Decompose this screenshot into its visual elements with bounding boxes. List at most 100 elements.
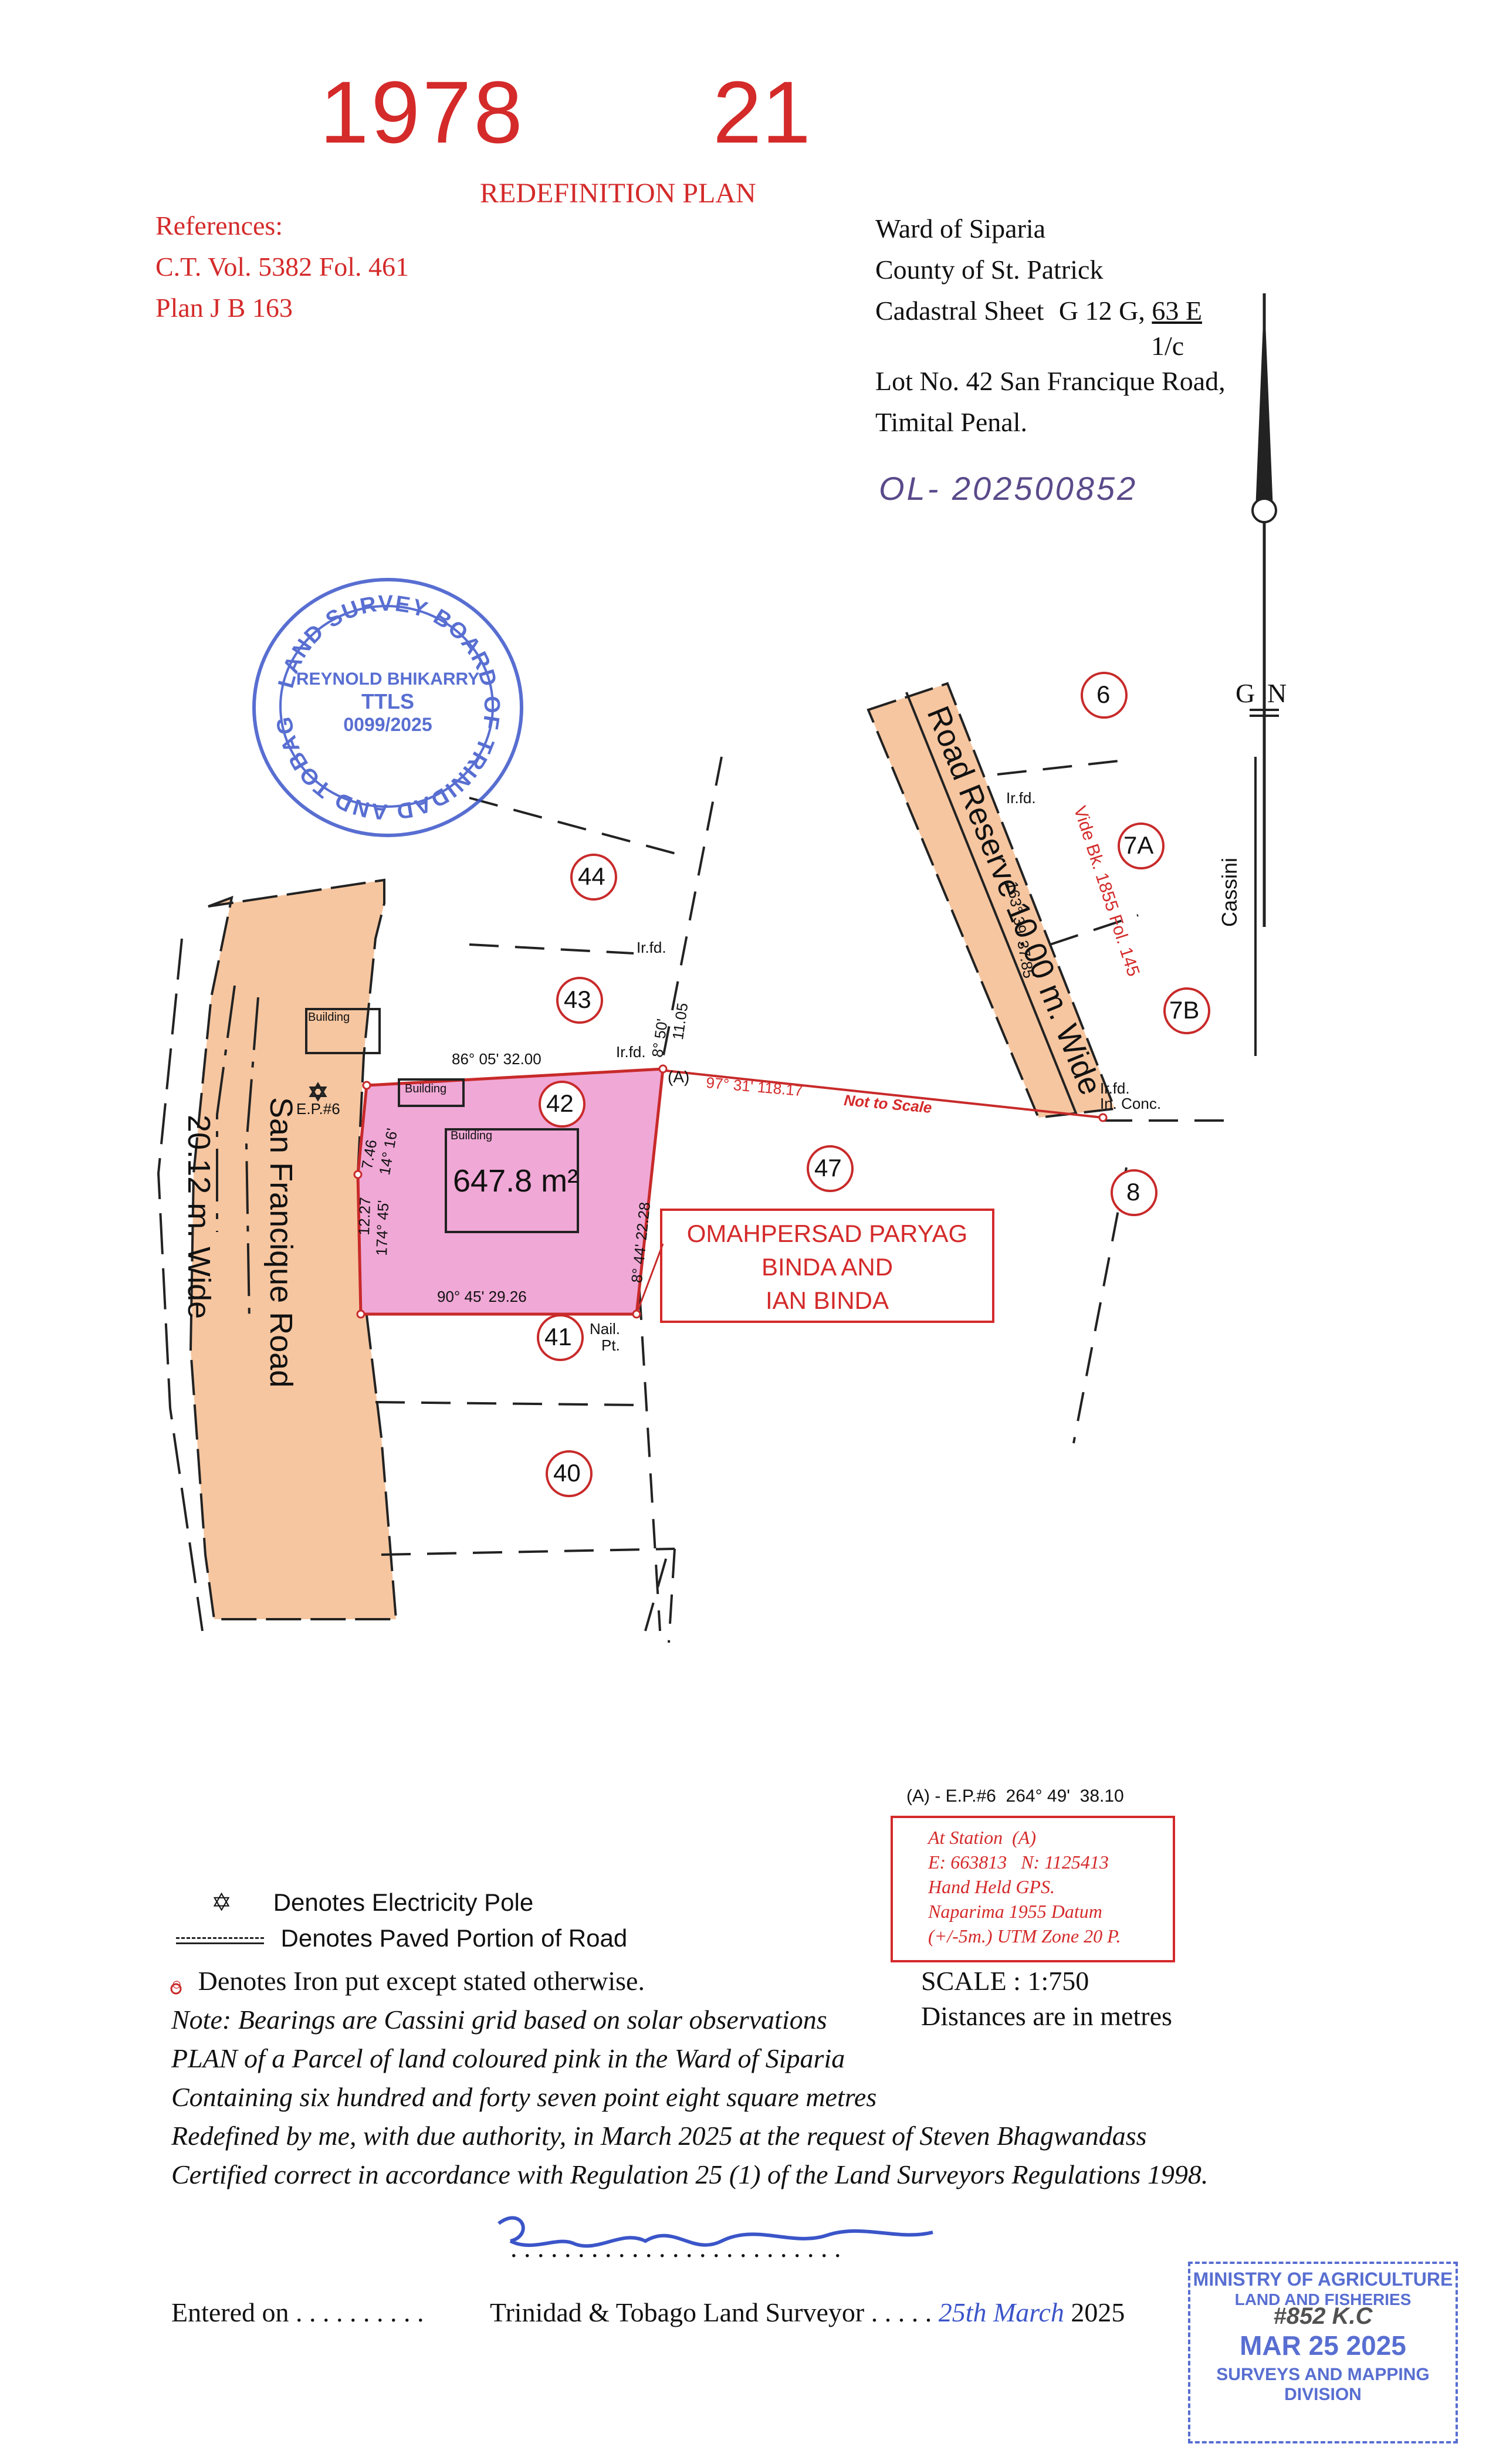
bearing-north: 86° 05' 32.00 (452, 1050, 541, 1068)
references-heading: References: (155, 211, 283, 241)
reference-plan: Plan J B 163 (155, 293, 293, 323)
owner-line2: BINDA AND (761, 1253, 893, 1281)
plan-number: 21 (713, 63, 811, 161)
lot-line2: Timital Penal. (875, 407, 1027, 437)
point-irfd-conc: Ir.fd. (1100, 1079, 1130, 1097)
station-box: At Station (A) E: 663813 N: 1125413 Hand… (891, 1816, 1175, 1962)
plan-title: REDEFINITION PLAN (480, 178, 756, 209)
stamp-title: TTLS (361, 689, 414, 713)
legend-paved-text: Denotes Paved Portion of Road (280, 1924, 628, 1952)
lot-40: 40 (553, 1459, 581, 1487)
lot-7b: 7B (1169, 996, 1200, 1024)
building-main (445, 1128, 579, 1233)
parcel-area: 647.8 m² (453, 1163, 578, 1199)
lot-43: 43 (564, 986, 591, 1013)
legend-pole: ✡ Denotes Electricity Pole (211, 1888, 533, 1917)
cadastral-sheet: Cadastral Sheet G 12 G, 63 E (875, 296, 1202, 326)
parcel-42 (356, 1067, 665, 1316)
county: County of St. Patrick (875, 255, 1104, 285)
location-block: Ward of Siparia County of St. Patrick Ca… (875, 208, 1226, 443)
bearing-south: 90° 45' 29.26 (437, 1288, 527, 1305)
surveyor-text: Trinidad & Tobago Land Surveyor (490, 2297, 865, 2327)
stamp-number: 0099/2025 (343, 714, 432, 735)
scale-label: SCALE : 1:750 (921, 1966, 1089, 1996)
ministry-line5: DIVISION (1284, 2385, 1362, 2404)
references: References: C.T. Vol. 5382 Fol. 461 Plan… (155, 205, 409, 329)
ministry-date: MAR 25 2025 (1240, 2330, 1406, 2361)
cert-certified: Certified correct in accordance with Reg… (171, 2160, 1209, 2189)
electricity-pole-legend-icon: ✡ (211, 1890, 232, 1917)
tie-line-text: (A) - E.P.#6 264° 49' 38.10 (906, 1786, 1124, 1806)
cadastral-sheet-a: G 12 G (1058, 296, 1139, 326)
ministry-stamp: MINISTRY OF AGRICULTURE LAND AND FISHERI… (1188, 2262, 1458, 2443)
point-irfd-43: Ir.fd. (637, 939, 666, 956)
lot-7a: 7A (1123, 831, 1154, 859)
point-irfd-42: Ir.fd. (616, 1043, 646, 1061)
lot-42: 42 (546, 1089, 574, 1117)
cert-note: Note: Bearings are Cassini grid based on… (171, 2005, 827, 2035)
lot-8: 8 (1126, 1178, 1140, 1206)
survey-board-stamp: LAND SURVEY BOARD OF TRINIDAD AND TOBAGO… (252, 578, 523, 837)
station-line2: E: 663813 N: 1125413 (928, 1852, 1109, 1873)
building-outside (305, 1008, 381, 1054)
plan-year: 1978 (320, 63, 525, 161)
stamp-name: REYNOLD BHIKARRY (296, 669, 480, 689)
ministry-line4: SURVEYS AND MAPPING (1216, 2365, 1430, 2384)
ministry-handwritten: #852 K.C (1273, 2303, 1373, 2329)
point-a: (A) (668, 1068, 690, 1086)
electricity-pole-icon (309, 1082, 327, 1102)
handwritten-ref: OL- 202500852 (879, 470, 1138, 507)
lot-line1: Lot No. 42 San Francique Road, (875, 366, 1226, 396)
building-label-small: Building (405, 1082, 447, 1095)
stamp-ring-text: LAND SURVEY BOARD OF TRINIDAD AND TOBAGO (256, 581, 503, 824)
ward: Ward of Siparia (875, 214, 1046, 243)
cadastral-sheet-b: 63 E (1152, 296, 1202, 326)
lot-47: 47 (814, 1154, 842, 1182)
cert-containing: Containing six hundred and forty seven p… (171, 2082, 877, 2112)
signature-dots: . . . . . . . . . . . . . . . . . . . . … (510, 2233, 841, 2263)
station-line1: At Station (A) (928, 1827, 1036, 1848)
north-arrow-icon (1250, 293, 1279, 1056)
point-nail: Nail. (590, 1320, 621, 1338)
ministry-line2: LAND AND FISHERIES (1234, 2290, 1412, 2309)
station-line3: Hand Held GPS. (928, 1876, 1055, 1897)
lot-44: 44 (578, 862, 605, 890)
building-label-outside: Building (308, 1011, 350, 1024)
san-francique-road (189, 878, 398, 1620)
entered-on: Entered on . . . . . . . . . . (171, 2297, 424, 2327)
cadastral-label: Cadastral Sheet (875, 296, 1044, 326)
legend-iron: ○ Denotes Iron put except stated otherwi… (171, 1965, 645, 1996)
reference-ct: C.T. Vol. 5382 Fol. 461 (155, 252, 409, 282)
building-label-main: Building (451, 1129, 493, 1142)
lot-41: 41 (544, 1323, 572, 1351)
point-nail-pt: Pt. (601, 1336, 620, 1354)
legend-paved: Denotes Paved Portion of Road (176, 1924, 627, 1953)
legend-iron-text: Denotes Iron put except stated otherwise… (198, 1966, 645, 1996)
bearing-west-b-dist: 12.27 (355, 1196, 374, 1236)
cert-redefined: Redefined by me, with due authority, in … (171, 2121, 1147, 2151)
distances-label: Distances are in metres (921, 2001, 1172, 2031)
date-dots: . . . . . (871, 2297, 932, 2327)
iron-marker-icon: ○ (171, 1975, 182, 1994)
cert-plan: PLAN of a Parcel of land coloured pink i… (171, 2043, 845, 2073)
owner-line1: OMAHPERSAD PARYAG (686, 1220, 968, 1247)
owner-line3: IAN BINDA (765, 1287, 889, 1314)
point-in-conc: In. Conc. (1100, 1095, 1162, 1112)
point-irfd-6: Ir.fd. (1006, 789, 1036, 807)
building-small (398, 1078, 465, 1107)
north-g: G (1236, 678, 1255, 708)
paved-road-legend-icon (176, 1937, 264, 1945)
surveyor-label: Trinidad & Tobago Land Surveyor . . . . … (490, 2297, 1125, 2328)
handwritten-date: 25th March (938, 2297, 1064, 2327)
ministry-line1: MINISTRY OF AGRICULTURE (1193, 2269, 1453, 2290)
surveyor-signature (497, 2216, 933, 2248)
station-line4: Naparima 1955 Datum (928, 1901, 1102, 1922)
tie-line (665, 1069, 1104, 1119)
certification: Note: Bearings are Cassini grid based on… (171, 2001, 1208, 2194)
cassini-label: Cassini (1217, 857, 1241, 927)
year: 2025 (1071, 2297, 1125, 2327)
legend-pole-text: Denotes Electricity Pole (273, 1888, 534, 1916)
cadastral-fraction: 1/c (1151, 331, 1184, 361)
bearing-west-b: 174° 45' (373, 1200, 392, 1257)
lot-6: 6 (1096, 681, 1111, 708)
